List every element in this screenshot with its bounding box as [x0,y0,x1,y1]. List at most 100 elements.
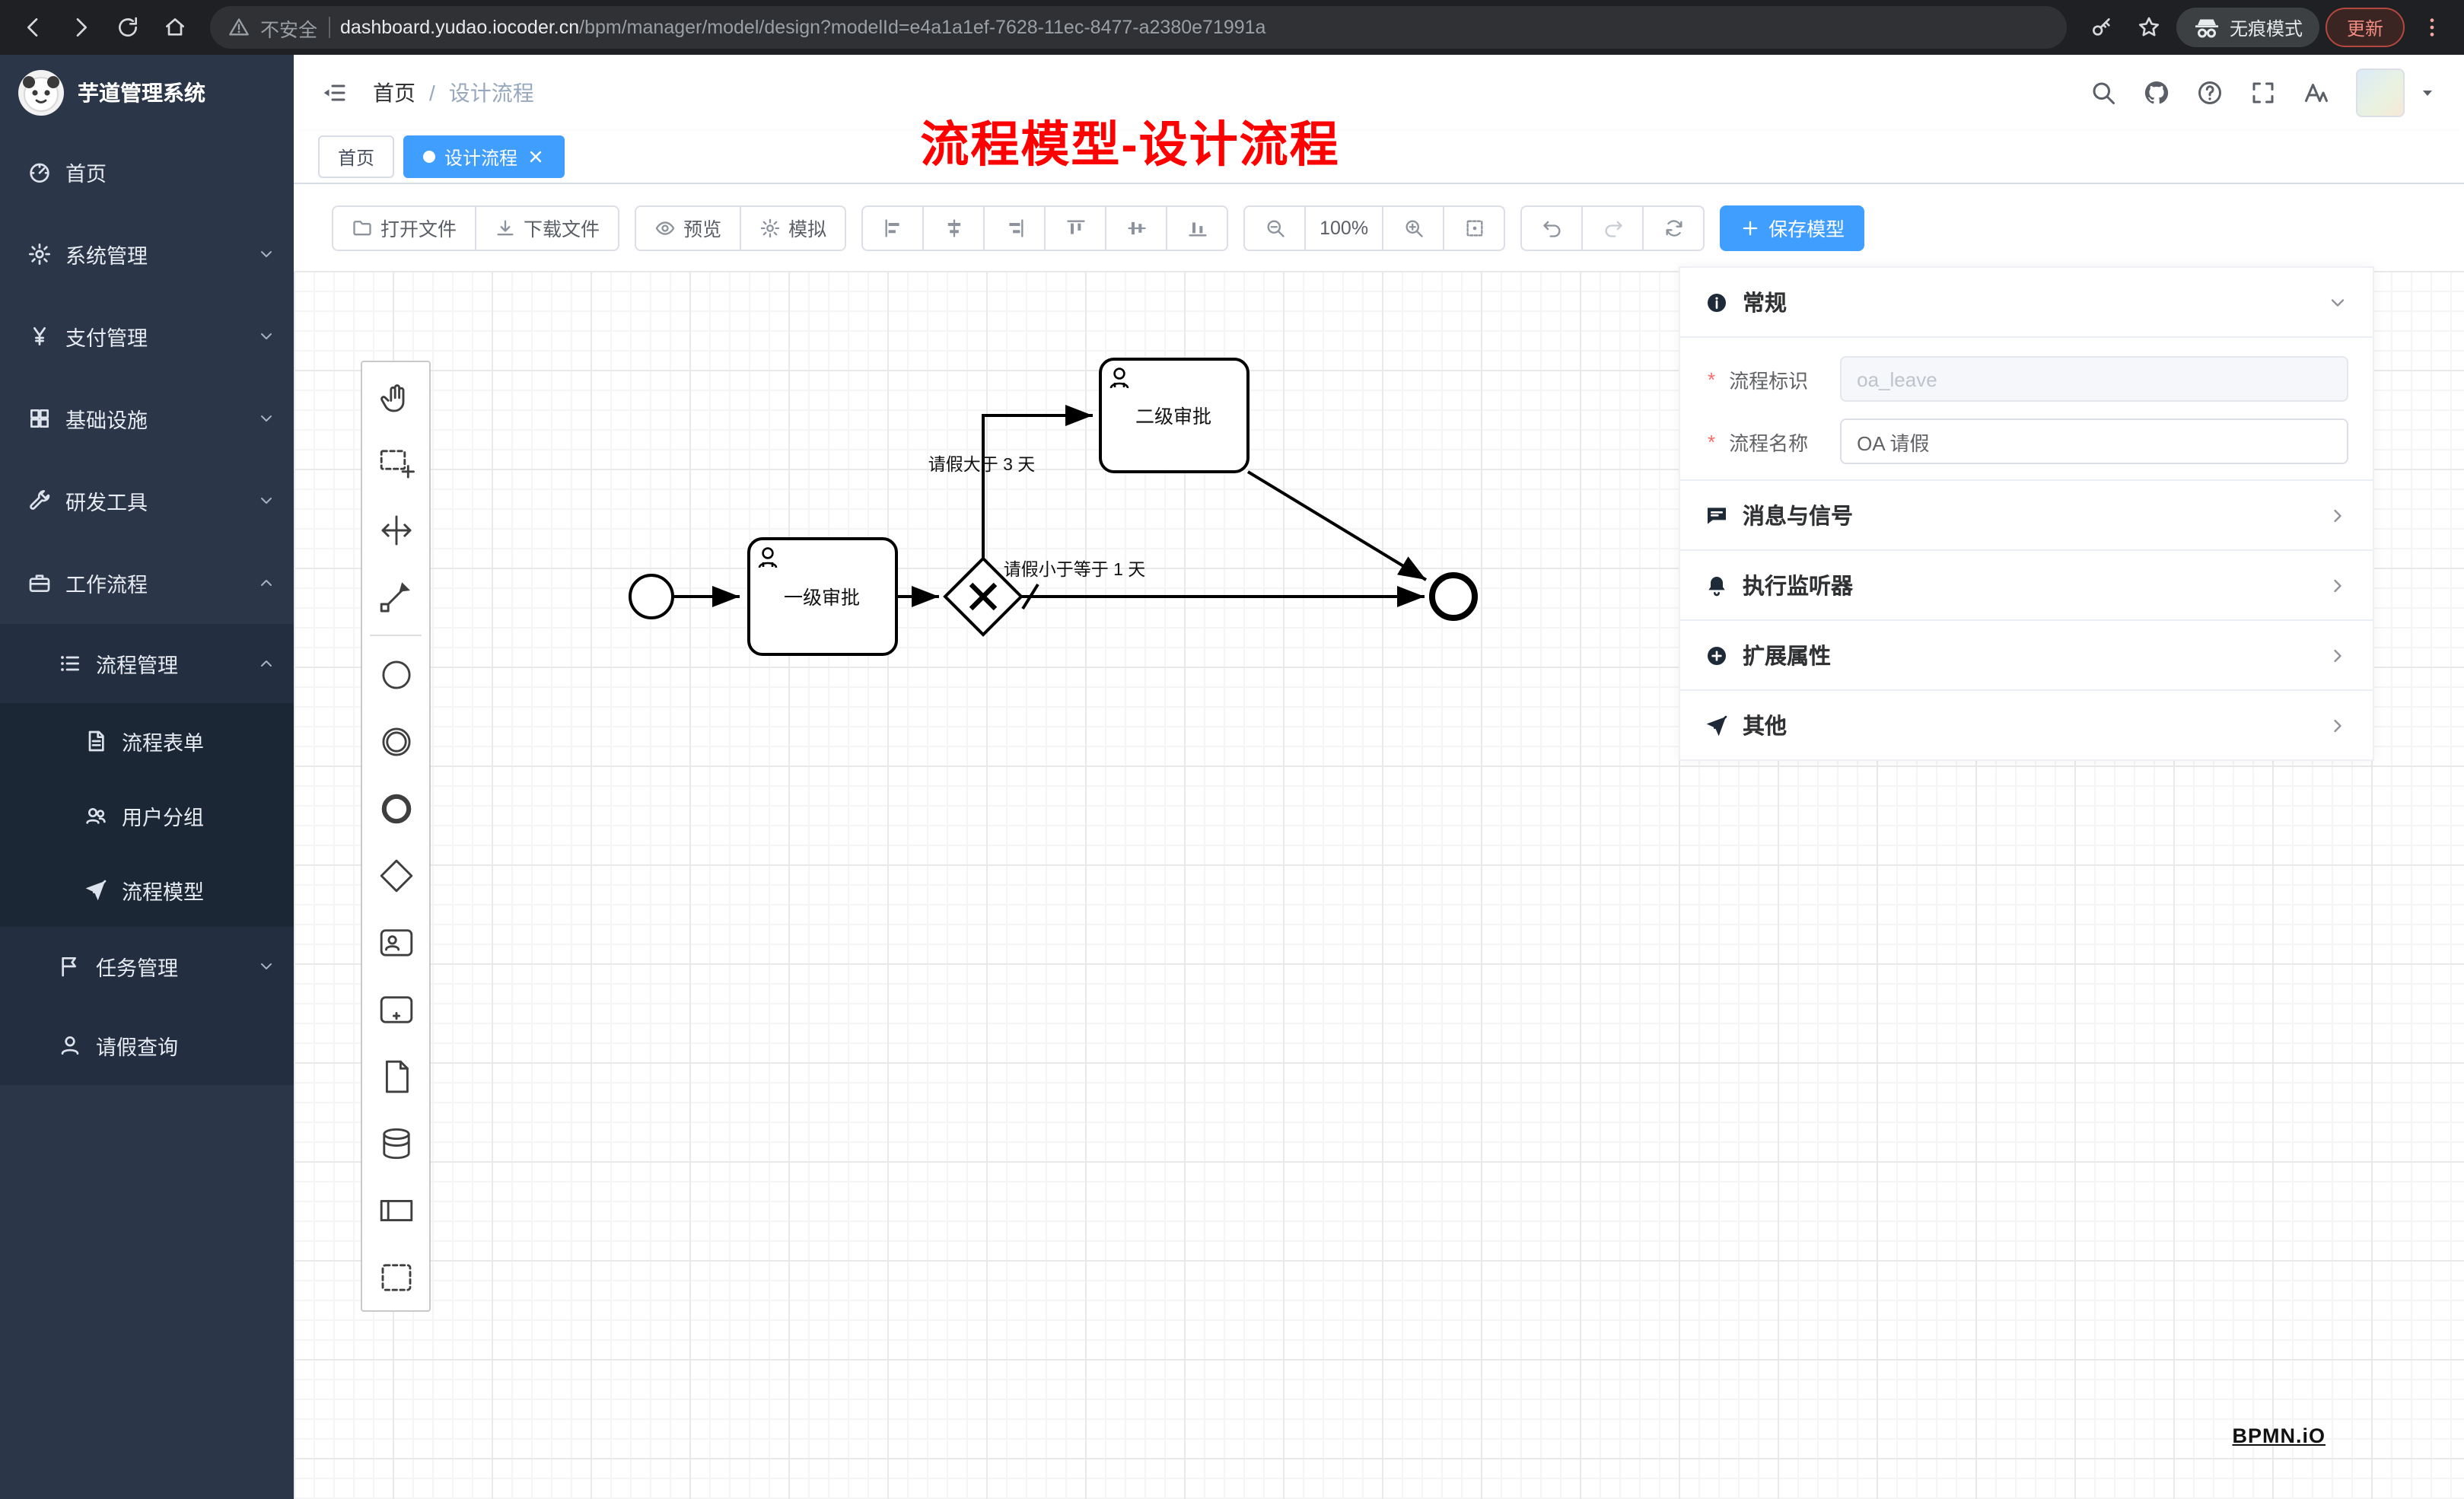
align-top-button[interactable] [1044,205,1107,250]
sidebar-item-home[interactable]: 首页 [0,131,294,213]
menu-dots-icon[interactable] [2411,7,2452,48]
process-name-input[interactable] [1840,419,2348,464]
simulate-label: 模拟 [788,219,827,240]
refresh-icon [1663,217,1684,238]
global-connect-tool-icon[interactable] [362,563,429,630]
caret-down-icon[interactable] [2418,84,2437,102]
flag-icon [58,954,82,979]
simulate-button[interactable]: 模拟 [740,205,847,250]
github-icon[interactable] [2143,79,2170,107]
search-icon[interactable] [2090,79,2117,107]
section-message-signal[interactable]: 消息与信号 [1680,479,2373,549]
user-task-icon[interactable] [362,909,429,975]
zoom-level[interactable]: 100% [1304,205,1384,250]
bookmark-star-icon[interactable] [2129,7,2170,48]
update-button[interactable]: 更新 [2325,8,2405,47]
tab-home[interactable]: 首页 [318,135,395,178]
breadcrumb-home[interactable]: 首页 [373,81,415,105]
sidebar-item-devtools[interactable]: 研发工具 [0,460,294,542]
data-store-icon[interactable] [362,1109,429,1176]
sidebar-item-workflow[interactable]: 工作流程 [0,542,294,624]
lasso-tool-icon[interactable] [362,429,429,496]
chevron-down-icon [257,409,275,428]
sidebar-item-user-group[interactable]: 用户分组 [0,778,294,852]
end-event[interactable] [1429,572,1478,621]
sidebar-item-leave-query[interactable]: 请假查询 [0,1006,294,1085]
password-key-icon[interactable] [2082,7,2123,48]
sidebar-item-label: 研发工具 [65,492,148,514]
reload-icon[interactable] [107,7,148,48]
start-event[interactable] [629,574,674,619]
align-right-button[interactable] [983,205,1046,250]
exclusive-gateway[interactable] [943,556,1023,637]
task-label: 一级审批 [784,587,860,609]
sidebar-item-process-form[interactable]: 流程表单 [0,703,294,778]
section-extension-attributes[interactable]: 扩展属性 [1680,619,2373,689]
user-task-level2[interactable]: 二级审批 [1099,358,1250,473]
space-tool-icon[interactable] [362,496,429,563]
person-icon [58,1033,82,1058]
flow-task2-to-end[interactable] [1246,470,1428,581]
preview-button[interactable]: 预览 [635,205,742,250]
sidebar-item-label: 首页 [65,163,107,186]
zoom-level-label: 100% [1320,217,1369,238]
save-model-button[interactable]: 保存模型 [1720,205,1865,250]
download-file-button[interactable]: 下载文件 [475,205,620,250]
properties-panel: 常规 * 流程标识 * 流程名称 消息与信号 执行监听器 [1679,266,2374,761]
back-icon[interactable] [12,7,53,48]
intermediate-event-icon[interactable] [362,708,429,775]
process-key-label: 流程标识 [1729,369,1809,392]
tab-design-process[interactable]: 设计流程 [403,135,565,178]
sidebar-item-task-management[interactable]: 任务管理 [0,927,294,1006]
close-icon[interactable] [527,148,545,166]
reset-viewport-button[interactable] [1443,205,1506,250]
fullscreen-icon[interactable] [2249,79,2277,107]
section-title: 扩展属性 [1743,645,1831,670]
avatar[interactable] [2356,68,2405,117]
align-middle-button[interactable] [1105,205,1168,250]
group-icon[interactable] [362,1243,429,1310]
font-size-icon[interactable] [2303,79,2330,107]
align-bottom-button[interactable] [1166,205,1229,250]
address-bar[interactable]: 不安全 dashboard.yudao.iocoder.cn/bpm/manag… [210,6,2067,49]
sidebar-collapse-icon[interactable] [321,79,349,107]
user-task-level1[interactable]: 一级审批 [747,537,898,656]
section-other[interactable]: 其他 [1680,689,2373,759]
sidebar-item-system[interactable]: 系统管理 [0,213,294,295]
restart-button[interactable] [1642,205,1705,250]
section-execution-listener[interactable]: 执行监听器 [1680,549,2373,619]
home-icon[interactable] [154,7,195,48]
forward-icon[interactable] [59,7,100,48]
end-event-icon[interactable] [362,775,429,842]
sidebar-item-infrastructure[interactable]: 基础设施 [0,377,294,460]
help-icon[interactable] [2196,79,2224,107]
url-domain: dashboard.yudao.iocoder.cn [340,17,580,38]
app-logo: 芋道管理系统 [0,55,294,131]
align-center-button[interactable] [922,205,985,250]
required-marker: * [1708,430,1716,453]
flow-label[interactable]: 请假小于等于 1 天 [1004,559,1146,579]
section-general[interactable]: 常规 [1680,268,2373,336]
flow-label[interactable]: 请假大于 3 天 [928,454,1036,474]
sidebar-item-process-management[interactable]: 流程管理 [0,624,294,703]
align-left-button[interactable] [861,205,925,250]
gateway-icon[interactable] [362,842,429,909]
sidebar-item-label: 工作流程 [65,574,148,597]
zoom-out-button[interactable] [1243,205,1307,250]
start-event-icon[interactable] [362,641,429,708]
participant-icon[interactable] [362,1176,429,1243]
sidebar-item-process-model[interactable]: 流程模型 [0,852,294,927]
hand-tool-icon[interactable] [362,362,429,429]
bpmn-io-watermark[interactable]: BPMN.iO [2232,1424,2326,1447]
subprocess-icon[interactable] [362,975,429,1042]
briefcase-icon [27,571,52,595]
sidebar-item-payment[interactable]: 支付管理 [0,295,294,377]
undo-button[interactable] [1520,205,1584,250]
process-key-input[interactable] [1840,356,2348,402]
flow-gateway-to-task2[interactable] [982,405,1093,560]
zoom-in-button[interactable] [1382,205,1445,250]
chevron-down-icon[interactable] [2327,291,2348,313]
open-file-button[interactable]: 打开文件 [332,205,477,250]
data-object-icon[interactable] [362,1042,429,1109]
redo-button[interactable] [1581,205,1644,250]
